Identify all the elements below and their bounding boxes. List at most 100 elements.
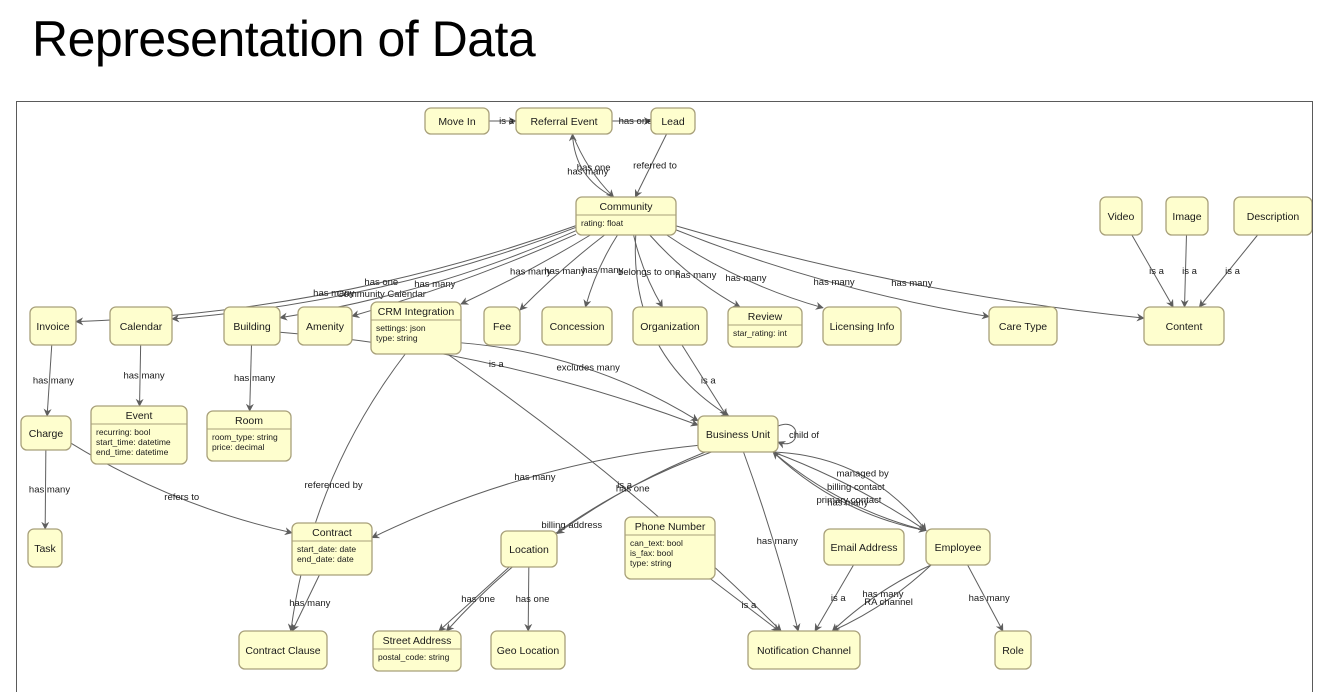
entity-image[interactable]: Image	[1165, 196, 1209, 236]
entity-content[interactable]: Content	[1143, 306, 1225, 346]
edge-label-has-many: has many	[582, 265, 623, 276]
entity-title: Image	[1172, 211, 1201, 223]
edge-line	[772, 451, 927, 532]
edge-label-child-of: child of	[789, 430, 819, 441]
entity-employee[interactable]: Employee	[925, 528, 991, 566]
entity-contract-clause[interactable]: Contract Clause	[238, 630, 328, 670]
edge-line	[460, 234, 591, 305]
entity-box	[500, 530, 558, 568]
edge-line	[649, 234, 741, 308]
entity-attribute: can_text: bool	[630, 538, 683, 548]
edge-organization-to-business-unit: is a	[681, 344, 728, 417]
edge-line	[772, 451, 927, 533]
entity-box	[483, 306, 521, 346]
entity-role[interactable]: Role	[994, 630, 1032, 670]
edge-label-belongs-to-one: belongs to one	[618, 267, 680, 278]
entity-box	[1233, 196, 1312, 236]
edge-label-has-many: has many	[514, 472, 555, 483]
nodes-layer: Move In Referral Event LeadCommunityrating…	[20, 107, 1312, 672]
entity-concession[interactable]: Concession	[541, 306, 613, 346]
entity-move-in[interactable]: Move In	[424, 107, 490, 135]
entity-title: Referral Event	[530, 116, 597, 128]
entity-attribute: room_type: string	[212, 432, 278, 442]
edge-line	[773, 451, 927, 532]
edge-label-has-many: has many	[757, 536, 798, 547]
edge-line	[675, 225, 1145, 322]
edge-label-has-one: has one	[616, 483, 650, 494]
edge-line	[583, 234, 618, 308]
entity-licensing-info[interactable]: Licensing Info	[822, 306, 902, 346]
entity-email-address[interactable]: Email Address	[823, 528, 905, 566]
entity-charge[interactable]: Charge	[20, 415, 72, 451]
edge-line	[556, 451, 706, 535]
entity-organization[interactable]: Organization	[632, 306, 708, 346]
edge-crm-integration-to-contract-clause: referenced by	[287, 353, 406, 632]
entity-care-type[interactable]: Care Type	[988, 306, 1058, 346]
entity-box	[370, 301, 462, 355]
entity-video[interactable]: Video	[1099, 196, 1143, 236]
edge-building-to-room: has many	[234, 344, 275, 412]
entity-title: Lead	[661, 116, 685, 128]
entity-lead[interactable]: Lead	[650, 107, 696, 135]
edge-community-to-licensing-info: has many	[666, 234, 824, 310]
entity-notification-channel[interactable]: Notification Channel	[747, 630, 861, 670]
edge-label-has-one: has one	[577, 163, 611, 174]
entity-title: Building	[233, 321, 271, 333]
edge-community-to-care-type: has many	[675, 229, 990, 320]
entity-title: Content	[1166, 321, 1203, 333]
entity-box	[541, 306, 613, 346]
edge-employee-to-notification-channel: RA channel	[831, 564, 932, 632]
edge-label-has-many: has many	[675, 270, 716, 281]
edge-label-has-many: has many	[313, 288, 354, 299]
entity-title: Licensing Info	[830, 321, 895, 333]
edge-contract-to-contract-clause: has many	[289, 574, 331, 632]
entity-location[interactable]: Location	[500, 530, 558, 568]
edge-line	[287, 353, 406, 632]
entity-invoice[interactable]: Invoice	[29, 306, 77, 346]
entity-business-unit[interactable]: Business Unit	[697, 415, 779, 453]
entity-box	[424, 107, 490, 135]
entity-description[interactable]: Description	[1233, 196, 1312, 236]
entity-task[interactable]: Task	[27, 528, 63, 568]
entity-amenity[interactable]: Amenity	[297, 306, 353, 346]
edge-label-is-a: is a	[1149, 266, 1165, 277]
edge-community-to-fee: has many	[519, 234, 605, 311]
entity-box	[632, 306, 708, 346]
entity-title: Concession	[550, 321, 605, 333]
entity-box	[206, 410, 292, 462]
entity-building[interactable]: Building	[223, 306, 281, 346]
edge-line	[135, 344, 144, 407]
entity-calendar[interactable]: Calendar	[109, 306, 173, 346]
entity-box	[223, 306, 281, 346]
entity-attribute: type: string	[376, 333, 418, 343]
entity-box	[727, 306, 803, 348]
edge-label-has-many: has many	[567, 167, 608, 178]
entity-box	[1099, 196, 1143, 236]
entity-box	[624, 516, 716, 580]
edge-business-unit-to-employee: billing contact	[772, 451, 927, 532]
entity-referral-event[interactable]: Referral Event	[515, 107, 613, 135]
entity-geo-location[interactable]: Geo Location	[490, 630, 566, 670]
entity-box	[822, 306, 902, 346]
edge-line	[245, 344, 254, 412]
edge-label-referenced-by: referenced by	[305, 480, 363, 491]
entity-title: Location	[509, 544, 549, 556]
edge-label-is-a: is a	[1225, 266, 1241, 277]
edge-community-to-concession: has many	[582, 234, 624, 308]
edge-line	[681, 344, 728, 417]
edge-charge-to-task: has many	[29, 449, 70, 530]
entity-fee[interactable]: Fee	[483, 306, 521, 346]
entity-box	[238, 630, 328, 670]
edge-referral-event-to-community: has one	[572, 133, 615, 198]
edge-line	[666, 234, 824, 310]
entity-attribute: postal_code: string	[378, 652, 450, 662]
entity-attribute: start_date: date	[297, 544, 356, 554]
